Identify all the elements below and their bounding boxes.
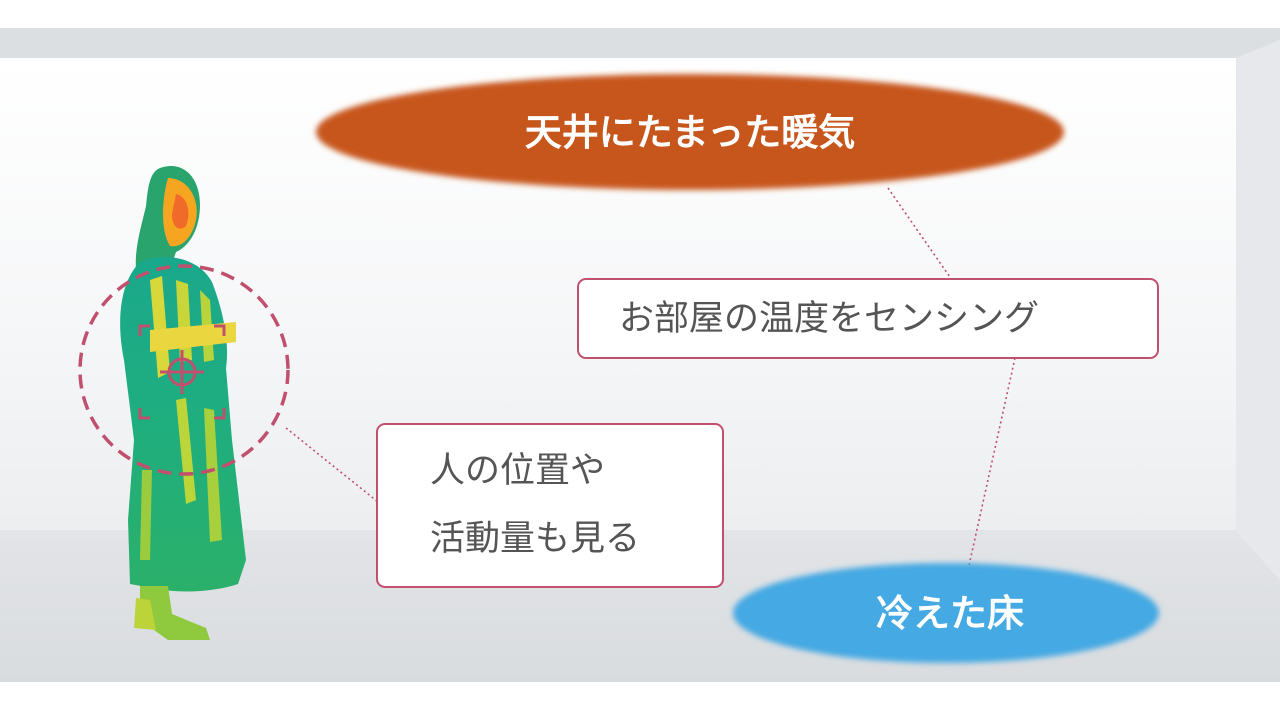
- ceiling-band: [0, 28, 1280, 60]
- person-detect-line2: 活動量も見る: [430, 519, 641, 559]
- sensing-callout-box: お部屋の温度をセンシング: [577, 278, 1159, 359]
- person-detect-callout-box: 人の位置や 活動量も見る: [376, 423, 724, 588]
- crosshair-icon: [138, 324, 226, 420]
- warm-air-ellipse: [316, 74, 1064, 190]
- cold-floor-ellipse: [733, 563, 1159, 663]
- sensing-callout-text: お部屋の温度をセンシング: [619, 299, 1040, 339]
- detection-circle: [78, 264, 290, 476]
- leader-line-cold-floor: [967, 357, 1016, 571]
- leader-line-warm-air: [887, 187, 953, 281]
- right-side-wall: [1236, 40, 1280, 580]
- person-thermal-figure: [120, 165, 246, 640]
- warm-air-label: 天井にたまった暖気: [524, 111, 856, 154]
- person-detect-line1: 人の位置や: [430, 451, 606, 491]
- cold-floor-label: 冷えた床: [876, 592, 1024, 635]
